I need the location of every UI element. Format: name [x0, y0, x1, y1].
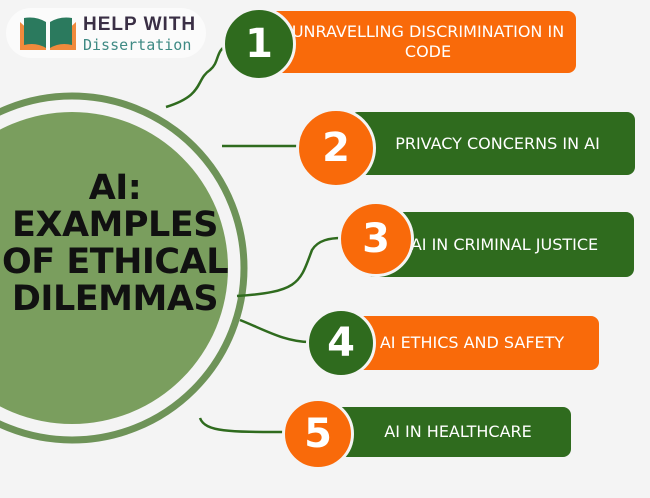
item-5-number: 5 — [282, 398, 354, 470]
item-4-number: 4 — [306, 308, 376, 378]
item-5-label: AI in healthcare — [384, 422, 532, 441]
connector-3 — [236, 236, 343, 298]
item-1-bar: Unravelling discrimination in code — [240, 11, 576, 73]
item-4-label: AI ethics and safety — [379, 333, 565, 352]
item-1-number: 1 — [222, 7, 296, 81]
item-5-bar: AI in healthcare — [315, 407, 571, 457]
item-3-number: 3 — [338, 201, 414, 277]
item-2-number: 2 — [296, 108, 376, 188]
logo-line-1: HELP WITH — [83, 14, 197, 35]
connector-4 — [239, 318, 311, 344]
outer-ring — [0, 92, 248, 444]
logo-line-2: Dissertation — [83, 36, 192, 54]
page-title: AI: EXAMPLES OF ETHICAL DILEMMAS — [1, 168, 229, 319]
connector-5 — [198, 417, 286, 434]
open-book-icon — [20, 17, 76, 50]
center-circle — [0, 112, 228, 424]
item-1-label: Unravelling discrimination in code — [291, 22, 565, 61]
logo: HELP WITH Dissertation — [6, 8, 206, 58]
item-2-bar: Privacy concerns in AI — [350, 112, 635, 175]
item-3-label: AI in criminal justice — [410, 234, 599, 254]
connector-1 — [165, 43, 229, 109]
item-2-label: Privacy concerns in AI — [395, 133, 600, 153]
item-4-bar: AI ethics and safety — [335, 316, 599, 370]
